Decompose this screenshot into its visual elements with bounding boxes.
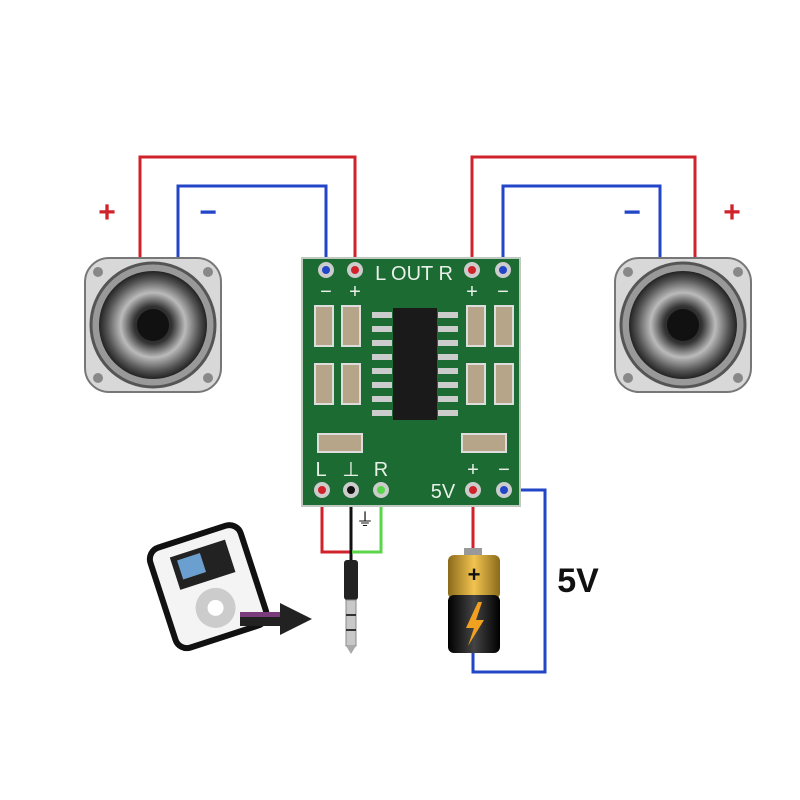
right-speaker	[614, 257, 752, 393]
mp3-player-icon	[146, 522, 270, 652]
board-input-ground-label: ⊥	[342, 459, 359, 481]
board-top-minus-right: −	[497, 281, 509, 303]
audio-jack-icon	[344, 560, 358, 654]
board-power-minus-label: −	[498, 459, 510, 481]
arrow-icon	[240, 603, 312, 635]
amplifier-board: L OUT R − + + − L ⊥ R + − 5V	[301, 257, 521, 507]
ground-symbol: ⏚	[356, 510, 374, 530]
battery-plus-label: +	[468, 562, 481, 587]
chip-pins	[372, 312, 458, 416]
wire-input-left	[320, 490, 352, 554]
left-speaker-plus-label: +	[98, 196, 116, 229]
smd-components	[314, 305, 514, 453]
wire-right-positive	[470, 155, 697, 270]
board-pads	[314, 262, 512, 498]
wire-right-negative	[501, 184, 662, 270]
board-input-right-label: R	[374, 459, 388, 481]
board-5v-label: 5V	[431, 481, 456, 503]
board-input-left-label: L	[315, 459, 326, 481]
right-speaker-plus-label: +	[723, 196, 741, 229]
left-speaker	[84, 257, 222, 393]
wire-power-negative	[471, 488, 547, 674]
board-power-plus-label: +	[467, 459, 479, 481]
wire-input-right	[352, 490, 383, 554]
board-output-label: L OUT R	[375, 263, 453, 285]
amplifier-chip	[393, 308, 437, 420]
board-top-minus-left: −	[320, 281, 332, 303]
right-speaker-minus-label: −	[623, 196, 641, 229]
board-top-plus-right: +	[466, 281, 478, 303]
left-speaker-minus-label: −	[199, 196, 217, 229]
board-top-plus-left: +	[349, 281, 361, 303]
supply-voltage-label: 5V	[557, 562, 599, 600]
battery-icon: +	[448, 548, 500, 653]
wire-left-negative	[176, 184, 328, 270]
wire-left-positive	[138, 155, 357, 270]
